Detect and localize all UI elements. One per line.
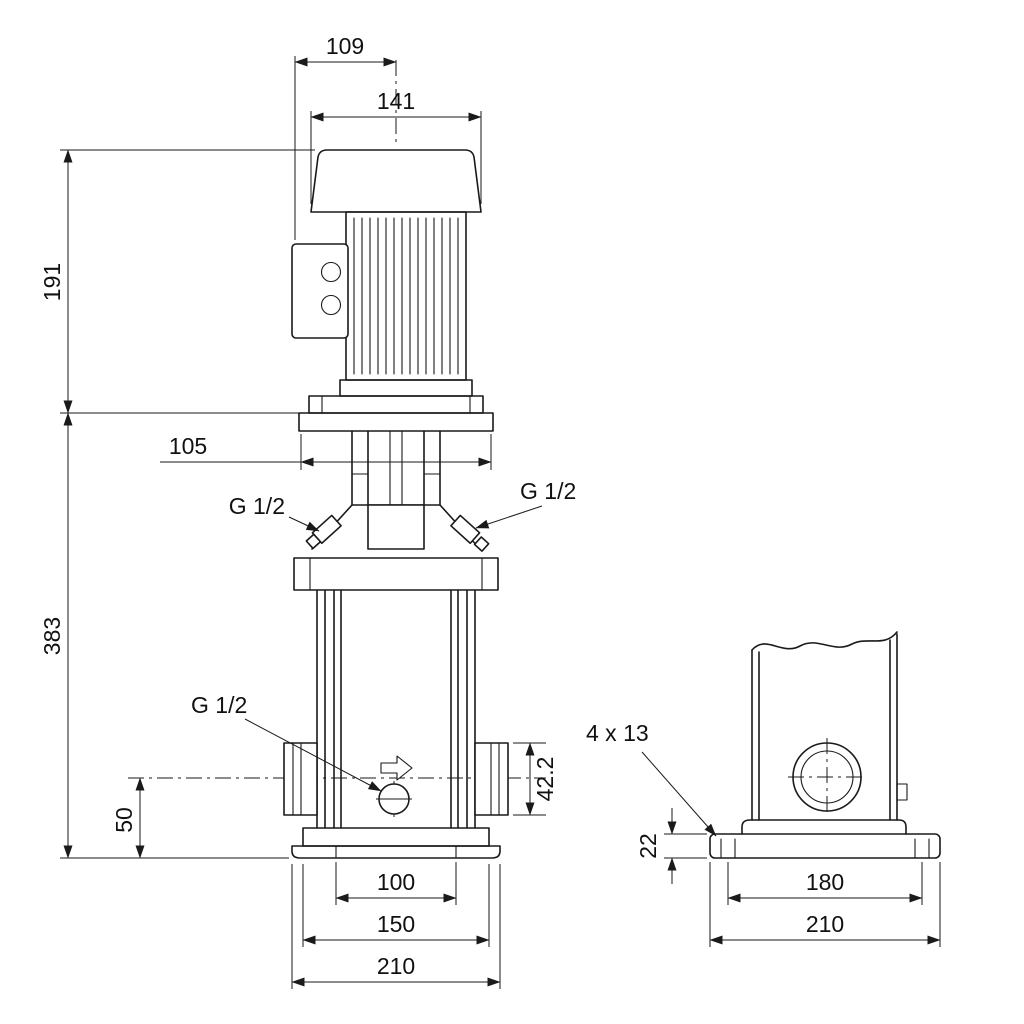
label-g12-left-text: G 1/2 bbox=[229, 493, 285, 519]
dim-22: 22 bbox=[635, 808, 707, 884]
dim-141-extension bbox=[310, 111, 482, 204]
flow-arrow-icon bbox=[380, 755, 413, 781]
motor-flange bbox=[308, 395, 484, 414]
label-g12-drain-text: G 1/2 bbox=[191, 692, 247, 718]
left-plug-head bbox=[305, 533, 322, 550]
dim-4x13: 4 x 13 bbox=[586, 720, 717, 837]
head-plate bbox=[298, 412, 494, 432]
base-slots bbox=[335, 845, 457, 859]
sleeve-walls bbox=[333, 589, 459, 829]
dim-105: 105 bbox=[160, 433, 492, 470]
coupling-clamp bbox=[351, 461, 441, 475]
dim-42-2: 42.2 bbox=[513, 742, 558, 816]
dim-22-extension bbox=[664, 833, 707, 859]
side-dimensions: 4 x 13 22 180 210 bbox=[586, 720, 941, 947]
dim-191-text: 191 bbox=[39, 263, 65, 301]
dim-50: 50 bbox=[111, 777, 145, 859]
dim-50-text: 50 bbox=[111, 807, 137, 833]
dim-150: 150 bbox=[302, 864, 490, 947]
dim-105-text: 105 bbox=[169, 433, 207, 459]
motor-body bbox=[345, 211, 467, 381]
break-wave bbox=[751, 631, 898, 651]
shaft-lines bbox=[389, 430, 403, 506]
side-base-shoulder bbox=[741, 819, 907, 835]
vent-box bbox=[367, 504, 425, 550]
head-flange bbox=[293, 557, 499, 591]
dim-150-text: 150 bbox=[377, 911, 415, 937]
dim-210-front-text: 210 bbox=[377, 953, 415, 979]
side-port-crosshair bbox=[788, 738, 866, 816]
base-top bbox=[302, 827, 490, 847]
discharge-port-lines bbox=[490, 742, 500, 816]
dim-180: 180 bbox=[727, 862, 923, 905]
dim-42-2-text: 42.2 bbox=[532, 757, 558, 802]
head-flange-bolts bbox=[309, 557, 483, 591]
front-view bbox=[128, 60, 546, 859]
label-g12-right-text: G 1/2 bbox=[520, 478, 576, 504]
right-plug bbox=[450, 514, 490, 552]
side-view bbox=[709, 631, 941, 859]
dim-210-front: 210 bbox=[291, 864, 501, 989]
right-plug-body bbox=[450, 514, 481, 545]
label-g12-drain-leader bbox=[244, 718, 382, 792]
dim-210-side-extension bbox=[709, 862, 941, 947]
dim-4x13-leader bbox=[641, 751, 717, 837]
right-plug-head bbox=[473, 536, 490, 552]
side-tab bbox=[896, 783, 908, 801]
motor-endbell bbox=[339, 379, 473, 397]
dim-141: 141 bbox=[310, 88, 482, 204]
label-g12-left: G 1/2 bbox=[229, 493, 320, 532]
dim-100: 100 bbox=[335, 862, 457, 905]
terminal-box-hole-bottom bbox=[320, 294, 342, 316]
left-plug bbox=[305, 514, 342, 550]
side-foot bbox=[709, 833, 941, 859]
side-walls bbox=[751, 633, 898, 821]
dim-109: 109 bbox=[294, 33, 397, 240]
dim-150-extension bbox=[302, 864, 490, 947]
tie-rods bbox=[316, 589, 476, 829]
label-g12-right: G 1/2 bbox=[475, 478, 576, 529]
dim-180-text: 180 bbox=[806, 869, 844, 895]
suction-port-lines bbox=[292, 742, 302, 816]
side-foot-slots bbox=[720, 838, 930, 859]
dim-210-side-text: 210 bbox=[806, 911, 844, 937]
front-dimensions: 109 141 191 383 105 50 bbox=[39, 33, 576, 989]
terminal-box bbox=[291, 243, 349, 339]
dim-383-text: 383 bbox=[39, 617, 65, 655]
dim-210-side: 210 bbox=[709, 862, 941, 947]
dim-191: 191 bbox=[39, 149, 315, 414]
motor-fins bbox=[353, 217, 459, 375]
dim-383: 383 bbox=[39, 412, 289, 859]
terminal-box-hole-top bbox=[320, 261, 342, 283]
dim-100-text: 100 bbox=[377, 869, 415, 895]
dim-141-text: 141 bbox=[377, 88, 415, 114]
dim-109-text: 109 bbox=[326, 33, 364, 59]
dim-22-text: 22 bbox=[635, 833, 661, 859]
dim-191-extension bbox=[60, 149, 315, 414]
dim-210-front-extension bbox=[291, 864, 501, 989]
base-foot bbox=[291, 845, 501, 859]
coupling-columns bbox=[351, 430, 441, 506]
label-g12-drain: G 1/2 bbox=[191, 692, 382, 792]
motor-flange-bolts bbox=[321, 395, 471, 414]
fan-cover bbox=[310, 149, 482, 213]
label-g12-left-leader bbox=[288, 516, 320, 532]
label-g12-right-leader bbox=[475, 505, 543, 529]
dim-4x13-text: 4 x 13 bbox=[586, 720, 649, 746]
dim-105-extension bbox=[300, 434, 492, 470]
